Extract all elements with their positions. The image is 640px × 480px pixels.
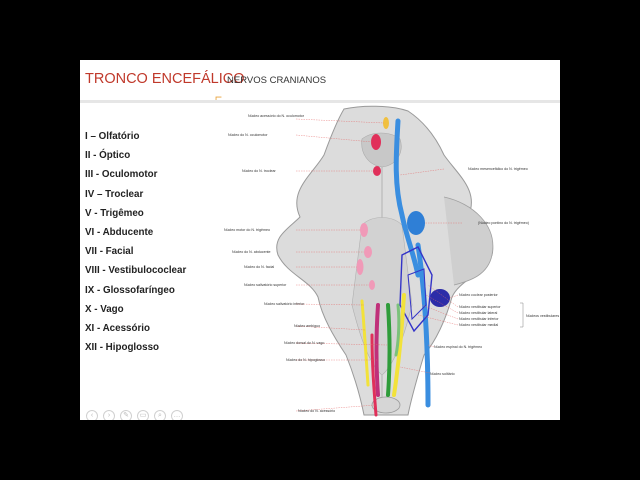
next-icon[interactable]: › bbox=[103, 410, 115, 420]
figure-label: (Núcleo pontino do N. trigêmeo) bbox=[478, 221, 529, 225]
nerve-item: VI - Abducente bbox=[85, 226, 154, 238]
posterior-cochlear-nucleus bbox=[430, 289, 450, 307]
zoom-icon[interactable]: ⌕ bbox=[154, 410, 166, 420]
figure-label: Núcleo do N. oculomotor bbox=[228, 133, 268, 137]
spinal-trigeminal-nucleus bbox=[415, 242, 431, 408]
oculomotor-nucleus bbox=[371, 134, 381, 150]
pontine-trigeminal-nucleus bbox=[407, 211, 425, 235]
brainstem-illustration: Núcleo acessório do N. oculomotor Núcleo… bbox=[224, 105, 559, 417]
vestibular-group-label: Núcleos vestibulares bbox=[526, 314, 559, 318]
figure-label: Núcleo dorsal do N. vago bbox=[284, 341, 324, 345]
ambiguous-nucleus bbox=[360, 299, 370, 387]
prev-icon[interactable]: ‹ bbox=[86, 410, 98, 420]
more-icon[interactable]: … bbox=[171, 410, 183, 420]
text-cursor-icon: ⌐ bbox=[215, 90, 223, 104]
mesencephalic-trigeminal-tract bbox=[393, 118, 421, 278]
slide: TRONCO ENCEFÁLICO NERVOS CRANIANOS ⌐ I –… bbox=[80, 60, 560, 420]
figure-label: Núcleo acessório do N. oculomotor bbox=[248, 114, 305, 118]
figure-label: Núcleo vestibular inferior bbox=[459, 317, 499, 321]
figure-label: Núcleo salivatório superior bbox=[244, 283, 287, 287]
solitary-nucleus bbox=[392, 293, 406, 397]
figure-label: Núcleo do N. acessório bbox=[298, 409, 335, 413]
figure-label: Núcleo do N. troclear bbox=[242, 169, 277, 173]
nerve-item: IX - Glossofaríngeo bbox=[85, 284, 175, 296]
leader-lines bbox=[295, 118, 462, 412]
nerve-item: VIII - Vestibulococlear bbox=[85, 265, 187, 277]
nerve-item: III - Oculomotor bbox=[85, 169, 158, 181]
figure-label: Núcleo vestibular medial bbox=[459, 323, 498, 327]
oculomotor-accessory-nucleus bbox=[383, 117, 389, 129]
cranial-nerve-list: I – Olfatório II - Óptico III - Oculomot… bbox=[85, 127, 186, 357]
hypoglossal-nucleus bbox=[374, 303, 380, 397]
nerve-item: II - Óptico bbox=[85, 150, 131, 162]
inferior-salivatory-nucleus bbox=[394, 303, 401, 357]
vestibular-nuclei-inner bbox=[407, 268, 427, 321]
pen-icon[interactable]: ✎ bbox=[120, 410, 132, 420]
superior-salivatory-nucleus bbox=[369, 280, 375, 290]
title-bar: TRONCO ENCEFÁLICO NERVOS CRANIANOS bbox=[80, 60, 560, 101]
accessory-nucleus bbox=[370, 333, 378, 417]
figure-label: Núcleo solitário bbox=[430, 372, 455, 376]
abducens-nucleus bbox=[364, 246, 372, 258]
figure-label: Núcleo do N. hipoglosso bbox=[286, 358, 325, 362]
figure-label: Núcleo espinal do N. trigêmeo bbox=[434, 345, 482, 349]
nerve-item: I – Olfatório bbox=[85, 131, 140, 142]
vestibular-nuclei bbox=[399, 246, 433, 333]
vestibular-bracket bbox=[520, 302, 524, 328]
cerebellar-peduncle bbox=[443, 196, 494, 286]
figure-label: Núcleo do N. facial bbox=[244, 265, 274, 269]
figure-label: Núcleo ambíguo bbox=[294, 324, 320, 328]
figure-label: Núcleo vestibular superior bbox=[459, 305, 501, 309]
dorsal-vagal-nucleus bbox=[386, 303, 392, 397]
slideshow-controls: ‹ › ✎ ▭ ⌕ … bbox=[86, 404, 188, 420]
spinal-cord-end bbox=[371, 396, 401, 414]
nerve-item: XII - Hipoglosso bbox=[85, 342, 160, 354]
facial-nucleus bbox=[356, 259, 364, 275]
slide-subtitle: NERVOS CRANIANOS bbox=[227, 75, 327, 86]
nerve-item: X - Vago bbox=[85, 303, 124, 315]
slide-title: TRONCO ENCEFÁLICO bbox=[85, 71, 245, 87]
nerve-item: VII - Facial bbox=[85, 246, 134, 258]
figure-label: Núcleo mesencefálico do N. trigêmeo bbox=[468, 167, 528, 171]
figure-label: Núcleo motor do N. trigêmeo bbox=[224, 228, 270, 232]
figure-label: Núcleo do N. abducente bbox=[232, 250, 271, 254]
figure-label: Núcleo vestibular lateral bbox=[459, 311, 498, 315]
figure-label: Núcleo coclear posterior bbox=[459, 293, 499, 297]
slides-icon[interactable]: ▭ bbox=[137, 410, 149, 420]
nerve-item: V - Trigêmeo bbox=[85, 207, 144, 219]
title-underline bbox=[80, 100, 560, 103]
trochlear-nucleus bbox=[373, 166, 381, 176]
nerve-item: XI - Acessório bbox=[85, 322, 150, 334]
motor-trigeminal-nucleus bbox=[360, 223, 368, 237]
nerve-item: IV – Troclear bbox=[85, 188, 144, 200]
figure-label: Núcleo salivatório inferior bbox=[264, 302, 305, 306]
